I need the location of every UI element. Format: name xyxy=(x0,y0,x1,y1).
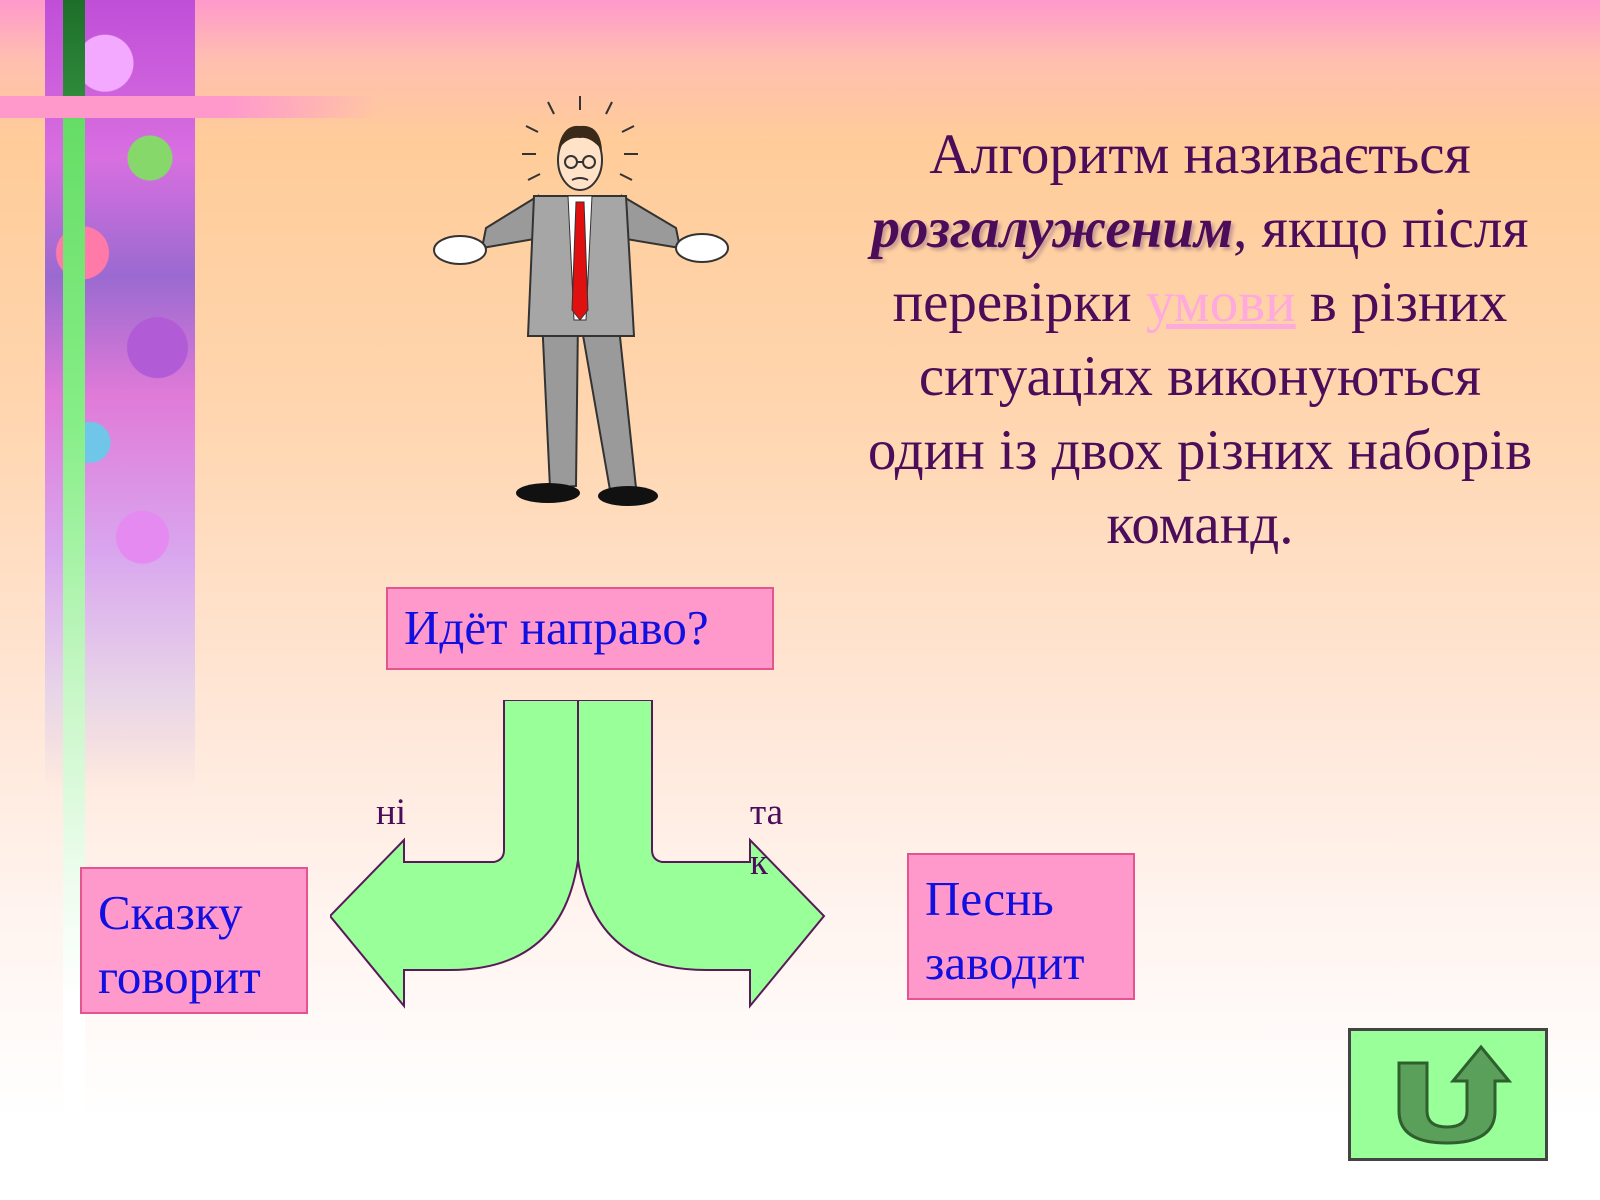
branch-arrows xyxy=(330,700,826,1009)
question-box: Идёт направо? xyxy=(386,587,774,670)
green-vertical-bar xyxy=(63,0,85,1200)
confused-man-illustration xyxy=(433,96,729,506)
definition-part2: , якщо після перевірки xyxy=(892,197,1529,334)
no-result-box: Сказку говорит xyxy=(80,867,308,1014)
definition-term: розгалуженим xyxy=(871,197,1234,260)
no-branch-label: ні xyxy=(376,792,407,833)
right-branch-arrow xyxy=(577,700,826,1009)
definition-part3: в різних ситуаціях виконуються один із д… xyxy=(867,271,1533,556)
yes-result-box: Песнь заводит xyxy=(907,853,1135,1000)
left-branch-arrow xyxy=(330,700,579,1009)
yes-branch-label: так xyxy=(750,792,784,883)
definition-part1: Алгоритм називається xyxy=(929,123,1471,186)
definition-text: Алгоритм називається розгалуженим, якщо … xyxy=(860,118,1540,562)
return-button[interactable] xyxy=(1348,1028,1548,1161)
pink-horizontal-bar xyxy=(0,96,380,118)
condition-link[interactable]: умови xyxy=(1145,271,1296,334)
u-turn-arrow-icon xyxy=(1397,1044,1513,1145)
